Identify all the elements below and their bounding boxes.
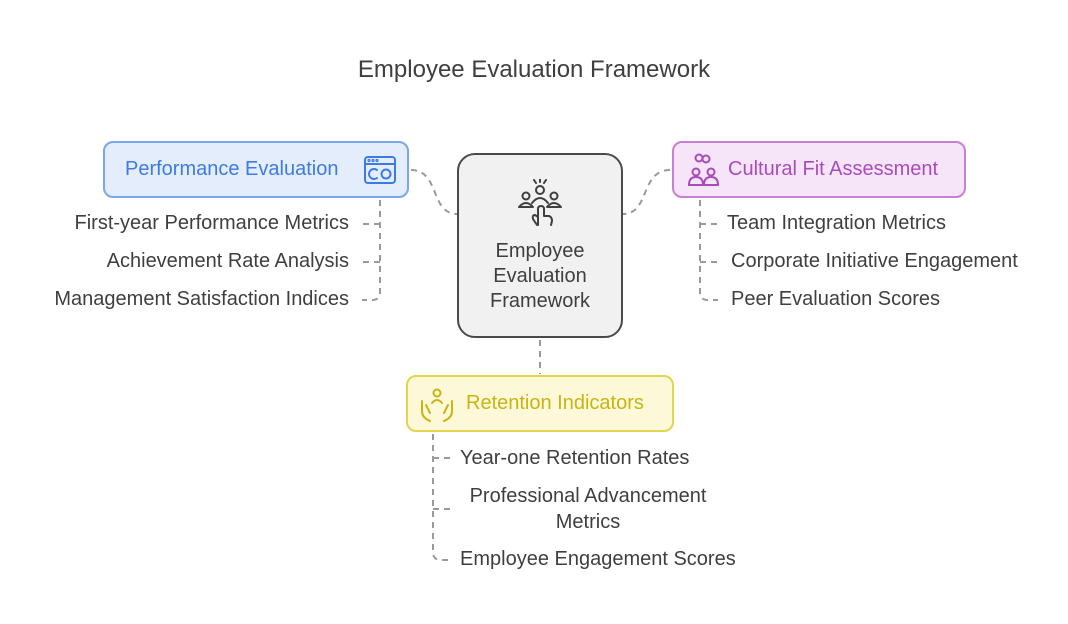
list-item: Team Integration Metrics bbox=[727, 212, 946, 234]
group-people-icon bbox=[687, 153, 720, 186]
list-item: Achievement Rate Analysis bbox=[106, 250, 349, 272]
dashboard-window-icon bbox=[364, 156, 396, 184]
list-item: Peer Evaluation Scores bbox=[731, 288, 941, 310]
center-label-line: Employee bbox=[495, 240, 585, 262]
list-item-line: Professional Advancement bbox=[469, 485, 707, 507]
list-item: Year-one Retention Rates bbox=[460, 447, 690, 469]
center-node: Employee Evaluation Framework bbox=[457, 153, 623, 338]
hands-holding-person-icon bbox=[421, 388, 453, 422]
list-item: First-year Performance Metrics bbox=[74, 212, 350, 234]
list-item-line: Metrics bbox=[555, 511, 621, 533]
center-label-line: Framework bbox=[489, 290, 590, 312]
center-label: Employee Evaluation Framework bbox=[459, 239, 621, 314]
retention-indicators-box: Retention Indicators bbox=[406, 375, 674, 432]
retention-indicators-label: Retention Indicators bbox=[466, 392, 644, 414]
list-item: Corporate Initiative Engagement bbox=[731, 250, 1018, 272]
performance-evaluation-box: Performance Evaluation bbox=[103, 141, 409, 198]
page-title: Employee Evaluation Framework bbox=[357, 56, 711, 83]
center-label-line: Evaluation bbox=[493, 265, 587, 287]
performance-evaluation-label: Performance Evaluation bbox=[125, 158, 339, 180]
list-item: Management Satisfaction Indices bbox=[54, 288, 349, 310]
team-pointer-icon bbox=[518, 179, 562, 226]
cultural-fit-assessment-label: Cultural Fit Assessment bbox=[728, 158, 939, 180]
list-item: Employee Engagement Scores bbox=[460, 548, 736, 570]
cultural-fit-assessment-box: Cultural Fit Assessment bbox=[672, 141, 966, 198]
list-item: Professional Advancement Metrics bbox=[460, 483, 716, 535]
